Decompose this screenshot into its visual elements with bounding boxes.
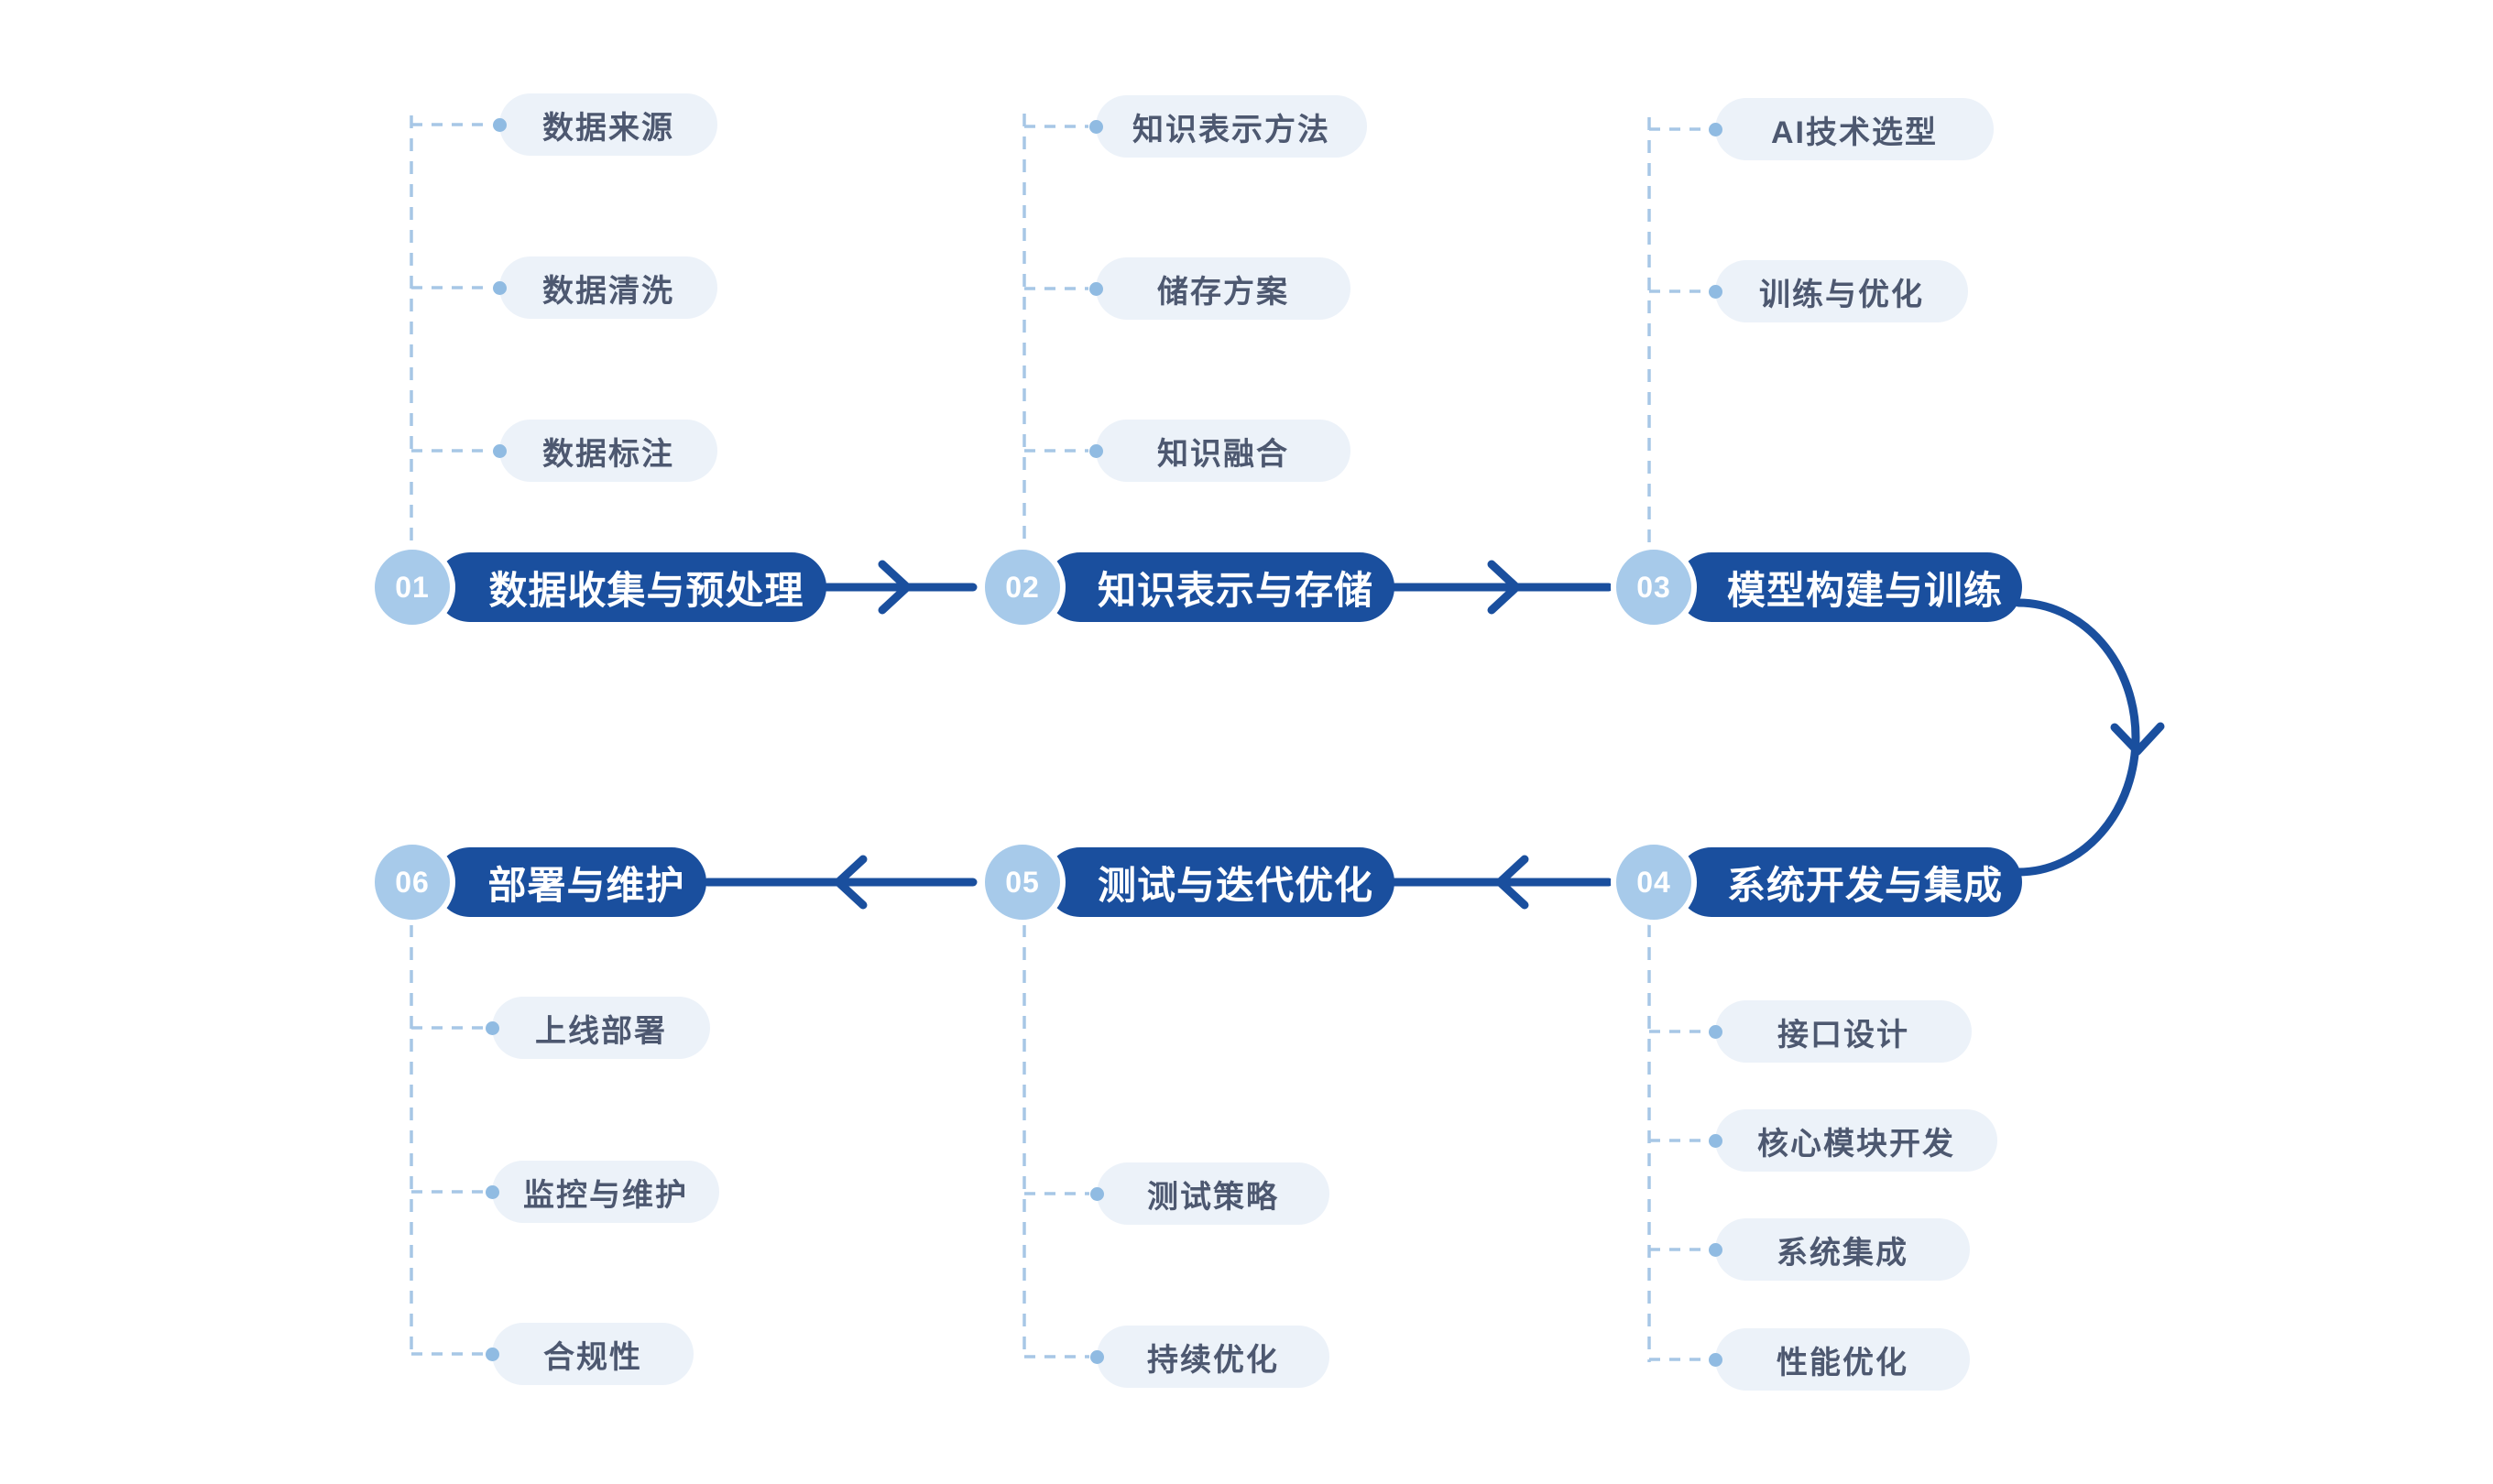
connector-dot xyxy=(1090,1349,1104,1364)
subitem-pill: 数据清洗 xyxy=(493,256,717,319)
subitem-label: 训练与优化 xyxy=(1759,277,1924,312)
stage-number-badge: 04 xyxy=(1611,839,1697,925)
subitem-label: 数据标注 xyxy=(542,436,674,472)
connector-dot xyxy=(486,1020,499,1035)
connector-dot xyxy=(486,1347,499,1361)
connector-dot xyxy=(1090,1186,1104,1201)
connector-dot xyxy=(1089,281,1103,296)
subitem-label: 测试策略 xyxy=(1147,1179,1279,1215)
subitem-pill: 合规性 xyxy=(486,1323,694,1385)
subitem-pill: 接口设计 xyxy=(1709,1000,1972,1063)
stage-title: 数据收集与预处理 xyxy=(488,568,804,612)
connector-dot xyxy=(1709,1133,1722,1148)
subitem-label: 数据来源 xyxy=(542,110,674,146)
subitem-label: 监控与维护 xyxy=(523,1177,688,1213)
subitem-label: 接口设计 xyxy=(1777,1017,1909,1053)
dashed-branch xyxy=(411,123,1708,1361)
subitem-pill: 上线部署 xyxy=(486,997,710,1059)
subitem-pill: 核心模块开发 xyxy=(1709,1109,1997,1172)
connector-dot xyxy=(1709,122,1722,136)
connector-dot xyxy=(1089,443,1103,458)
subitem-pill: 测试策略 xyxy=(1090,1162,1329,1225)
stage-title: 模型构建与训练 xyxy=(1727,568,2004,612)
subitem-label: 持续优化 xyxy=(1147,1342,1279,1378)
connector-dot xyxy=(493,117,507,132)
stage-title: 系统开发与集成 xyxy=(1727,863,2004,907)
subitem-label: 知识融合 xyxy=(1157,436,1289,472)
stage-number-badge: 01 xyxy=(369,544,455,630)
stage-title: 部署与维护 xyxy=(487,863,685,907)
stage-number-badge: 02 xyxy=(979,544,1066,630)
subitem-label: 数据清洗 xyxy=(542,273,674,309)
subitem-pill: 知识融合 xyxy=(1089,420,1350,482)
subitem-pill: 数据来源 xyxy=(493,93,717,156)
subitem-label: 系统集成 xyxy=(1777,1235,1908,1271)
connector-dot xyxy=(1089,119,1103,134)
stage-node-02: 02 知识表示与存储 xyxy=(979,544,1394,630)
stage-title: 测试与迭代优化 xyxy=(1098,863,1374,907)
stage-number-badge: 06 xyxy=(369,839,455,925)
subitem-pill: 系统集成 xyxy=(1709,1218,1970,1281)
flow-arrow-02-03 xyxy=(1390,560,1613,615)
subitem-pill: 性能优化 xyxy=(1709,1328,1970,1391)
stage-node-06: 06 部署与维护 xyxy=(369,839,706,925)
subitem-label: 合规性 xyxy=(543,1339,642,1375)
stage-node-01: 01 数据收集与预处理 xyxy=(369,544,826,630)
flow-arrow-04-05 xyxy=(1390,855,1613,910)
subitem-pill: 监控与维护 xyxy=(486,1161,719,1223)
flow-curve-03-04 xyxy=(2014,598,2165,877)
connector-dot xyxy=(493,443,507,458)
subitem-label: AI技术选型 xyxy=(1771,115,1938,150)
subitem-label: 知识表示方法 xyxy=(1132,112,1330,147)
subitem-pill: 持续优化 xyxy=(1090,1326,1329,1388)
connector-dot xyxy=(1709,284,1722,299)
stage-title: 知识表示与存储 xyxy=(1098,568,1374,612)
subitem-label: 性能优化 xyxy=(1777,1345,1908,1380)
subitem-label: 上线部署 xyxy=(535,1013,667,1049)
stage-number-badge: 05 xyxy=(979,839,1066,925)
stage-node-04: 04 系统开发与集成 xyxy=(1611,839,2022,925)
connector-dot xyxy=(1709,1024,1722,1039)
subitem-label: 储存方案 xyxy=(1157,274,1289,310)
connector-dot xyxy=(1709,1242,1722,1257)
subitem-pill: AI技术选型 xyxy=(1709,98,1994,160)
subitem-label: 核心模块开发 xyxy=(1757,1126,1955,1162)
connector-dot xyxy=(493,280,507,295)
subitem-pill: 数据标注 xyxy=(493,420,717,482)
connector-dot xyxy=(1709,1352,1722,1367)
stage-number-badge: 03 xyxy=(1611,544,1697,630)
subitem-pill: 知识表示方法 xyxy=(1089,95,1367,158)
flow-arrow-05-06 xyxy=(703,855,978,910)
connector-dot xyxy=(486,1184,499,1199)
subitem-pill: 训练与优化 xyxy=(1709,260,1968,322)
stage-node-05: 05 测试与迭代优化 xyxy=(979,839,1394,925)
stage-node-03: 03 模型构建与训练 xyxy=(1611,544,2022,630)
subitem-pill: 储存方案 xyxy=(1089,257,1350,320)
flow-arrow-01-02 xyxy=(822,560,978,615)
